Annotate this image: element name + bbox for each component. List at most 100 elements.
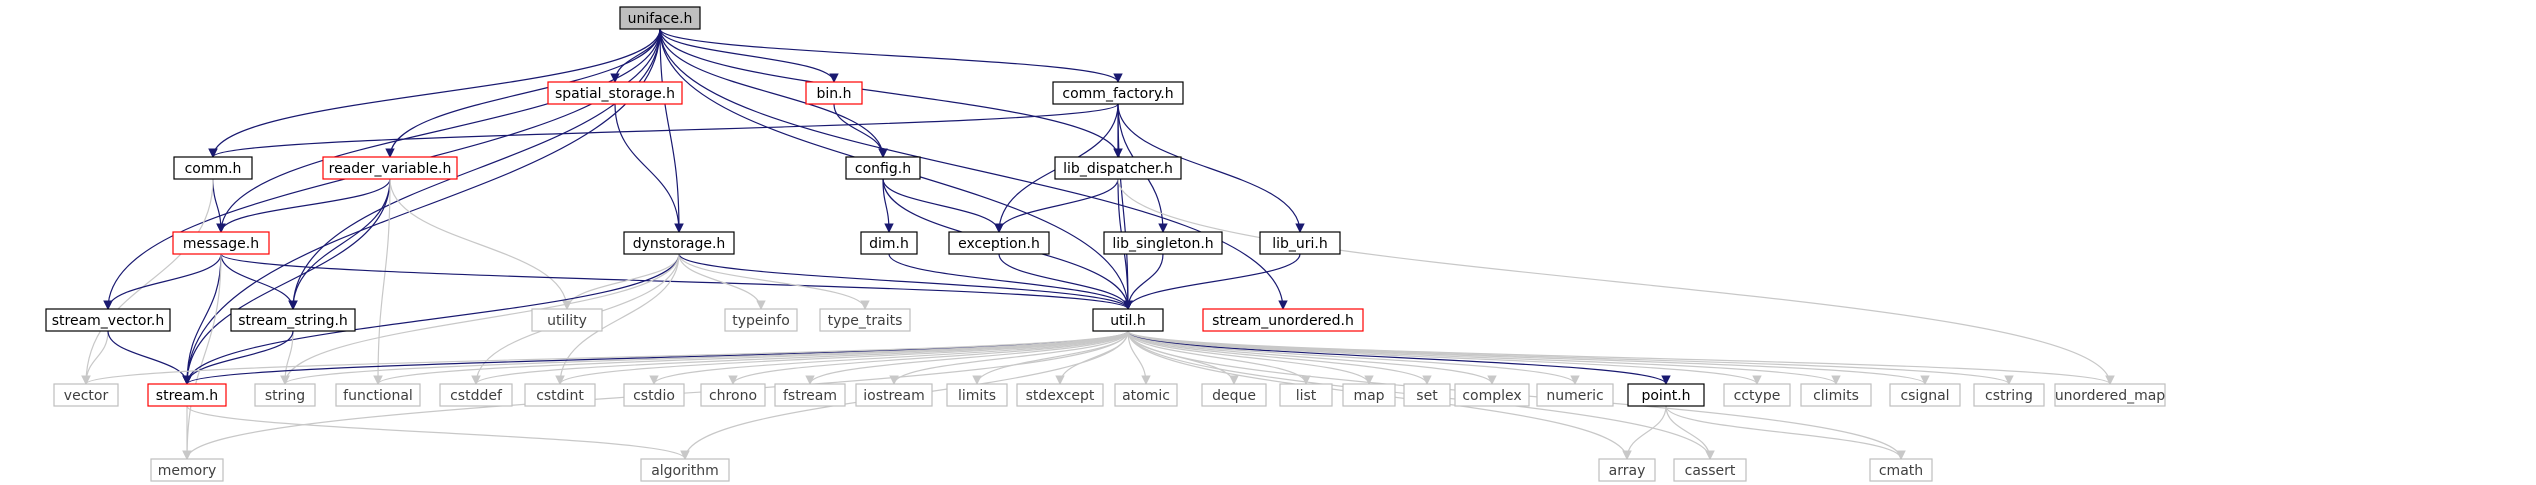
- node-config[interactable]: config.h: [845, 156, 921, 180]
- node-label: point.h: [1641, 388, 1690, 404]
- node-cmath[interactable]: cmath: [1869, 458, 1933, 482]
- node-label: spatial_storage.h: [555, 86, 675, 102]
- node-label: fstream: [783, 388, 837, 404]
- node-dynstorage[interactable]: dynstorage.h: [623, 231, 735, 255]
- node-label: set: [1416, 388, 1438, 404]
- node-cctype[interactable]: cctype: [1723, 383, 1791, 407]
- node-lib-dispatcher[interactable]: lib_dispatcher.h: [1054, 156, 1182, 180]
- node-stdexcept[interactable]: stdexcept: [1016, 383, 1104, 407]
- node-box: [1869, 458, 1933, 482]
- node-array[interactable]: array: [1598, 458, 1656, 482]
- node-utility[interactable]: utility: [531, 308, 603, 332]
- edge-uniface-to-message: [216, 28, 661, 233]
- node-box: [1536, 383, 1614, 407]
- node-cstdio[interactable]: cstdio: [623, 383, 685, 407]
- node-label: stream_vector.h: [52, 313, 165, 329]
- node-label: stream_string.h: [238, 313, 348, 329]
- node-box: [531, 308, 603, 332]
- node-stream-string[interactable]: stream_string.h: [230, 308, 356, 332]
- node-typeinfo[interactable]: typeinfo: [724, 308, 798, 332]
- node-label: vector: [64, 388, 109, 404]
- node-unordered-map[interactable]: unordered_map: [2054, 383, 2166, 407]
- node-map[interactable]: map: [1342, 383, 1396, 407]
- node-stream[interactable]: stream.h: [147, 383, 227, 407]
- node-label: dim.h: [869, 236, 909, 252]
- edge-uniface-to-lib_dispatcher: [659, 28, 1123, 158]
- node-label: limits: [958, 388, 996, 404]
- node-algorithm[interactable]: algorithm: [640, 458, 730, 482]
- node-dim[interactable]: dim.h: [860, 231, 918, 255]
- edge-dynstorage-to-utility: [562, 253, 680, 310]
- node-lib-uri[interactable]: lib_uri.h: [1259, 231, 1341, 255]
- edge-message-to-stream_string: [220, 253, 298, 310]
- node-iostream[interactable]: iostream: [855, 383, 933, 407]
- node-box: [1973, 383, 2045, 407]
- node-stream-unordered[interactable]: stream_unordered.h: [1202, 308, 1364, 332]
- node-bin[interactable]: bin.h: [805, 81, 863, 105]
- node-cstring[interactable]: cstring: [1973, 383, 2045, 407]
- node-label: climits: [1813, 388, 1859, 404]
- node-chrono[interactable]: chrono: [700, 383, 766, 407]
- node-comm[interactable]: comm.h: [173, 156, 253, 180]
- node-list[interactable]: list: [1279, 383, 1333, 407]
- node-cassert[interactable]: cassert: [1673, 458, 1747, 482]
- node-complex[interactable]: complex: [1454, 383, 1530, 407]
- node-label: csignal: [1900, 388, 1949, 404]
- edge-util-to-climits: [1127, 330, 1841, 385]
- edge-message-to-util: [220, 253, 1133, 310]
- node-functional[interactable]: functional: [335, 383, 421, 407]
- node-csignal[interactable]: csignal: [1889, 383, 1961, 407]
- edge-util-to-set: [1127, 330, 1432, 385]
- node-util[interactable]: util.h: [1092, 308, 1164, 332]
- node-cstdint[interactable]: cstdint: [524, 383, 596, 407]
- node-box: [230, 308, 356, 332]
- node-message[interactable]: message.h: [172, 231, 270, 255]
- node-vector[interactable]: vector: [53, 383, 119, 407]
- node-box: [774, 383, 846, 407]
- node-memory[interactable]: memory: [150, 458, 224, 482]
- node-box: [1114, 383, 1178, 407]
- edge-reader_variable-to-functional: [373, 178, 391, 385]
- node-box: [1092, 308, 1164, 332]
- node-type-traits[interactable]: type_traits: [819, 308, 911, 332]
- node-exception[interactable]: exception.h: [948, 231, 1050, 255]
- node-deque[interactable]: deque: [1201, 383, 1267, 407]
- node-label: memory: [158, 463, 217, 479]
- node-label: utility: [547, 313, 587, 329]
- node-spatial-storage[interactable]: spatial_storage.h: [547, 81, 683, 105]
- node-cstddef[interactable]: cstddef: [439, 383, 513, 407]
- edge-comm-to-message: [212, 178, 226, 233]
- node-box: [946, 383, 1008, 407]
- edge-uniface-to-reader_variable: [385, 28, 661, 158]
- node-label: type_traits: [828, 313, 903, 329]
- edge-util-to-stream: [182, 330, 1129, 385]
- node-label: comm.h: [185, 161, 242, 177]
- node-reader-variable[interactable]: reader_variable.h: [322, 156, 458, 180]
- node-climits[interactable]: climits: [1800, 383, 1872, 407]
- node-box: [855, 383, 933, 407]
- node-limits[interactable]: limits: [946, 383, 1008, 407]
- node-box: [1454, 383, 1530, 407]
- node-comm-factory[interactable]: comm_factory.h: [1052, 81, 1184, 105]
- node-label: string: [265, 388, 305, 404]
- node-box: [623, 383, 685, 407]
- node-lib-singleton[interactable]: lib_singleton.h: [1103, 231, 1223, 255]
- edge-message-to-stream_vector: [103, 253, 222, 310]
- node-label: chrono: [709, 388, 757, 404]
- node-stream-vector[interactable]: stream_vector.h: [45, 308, 171, 332]
- node-box: [53, 383, 119, 407]
- node-box: [173, 156, 253, 180]
- node-fstream[interactable]: fstream: [774, 383, 846, 407]
- node-atomic[interactable]: atomic: [1114, 383, 1178, 407]
- edge-dynstorage-to-type_traits: [678, 253, 870, 310]
- node-box: [819, 308, 911, 332]
- node-uniface[interactable]: uniface.h: [619, 6, 701, 30]
- edge-dynstorage-to-typeinfo: [678, 253, 766, 310]
- node-box: [1259, 231, 1341, 255]
- node-string[interactable]: string: [254, 383, 316, 407]
- node-set[interactable]: set: [1403, 383, 1451, 407]
- node-numeric[interactable]: numeric: [1536, 383, 1614, 407]
- node-point[interactable]: point.h: [1627, 383, 1705, 407]
- node-label: stdexcept: [1026, 388, 1095, 404]
- edge-dynstorage-to-string: [280, 253, 680, 385]
